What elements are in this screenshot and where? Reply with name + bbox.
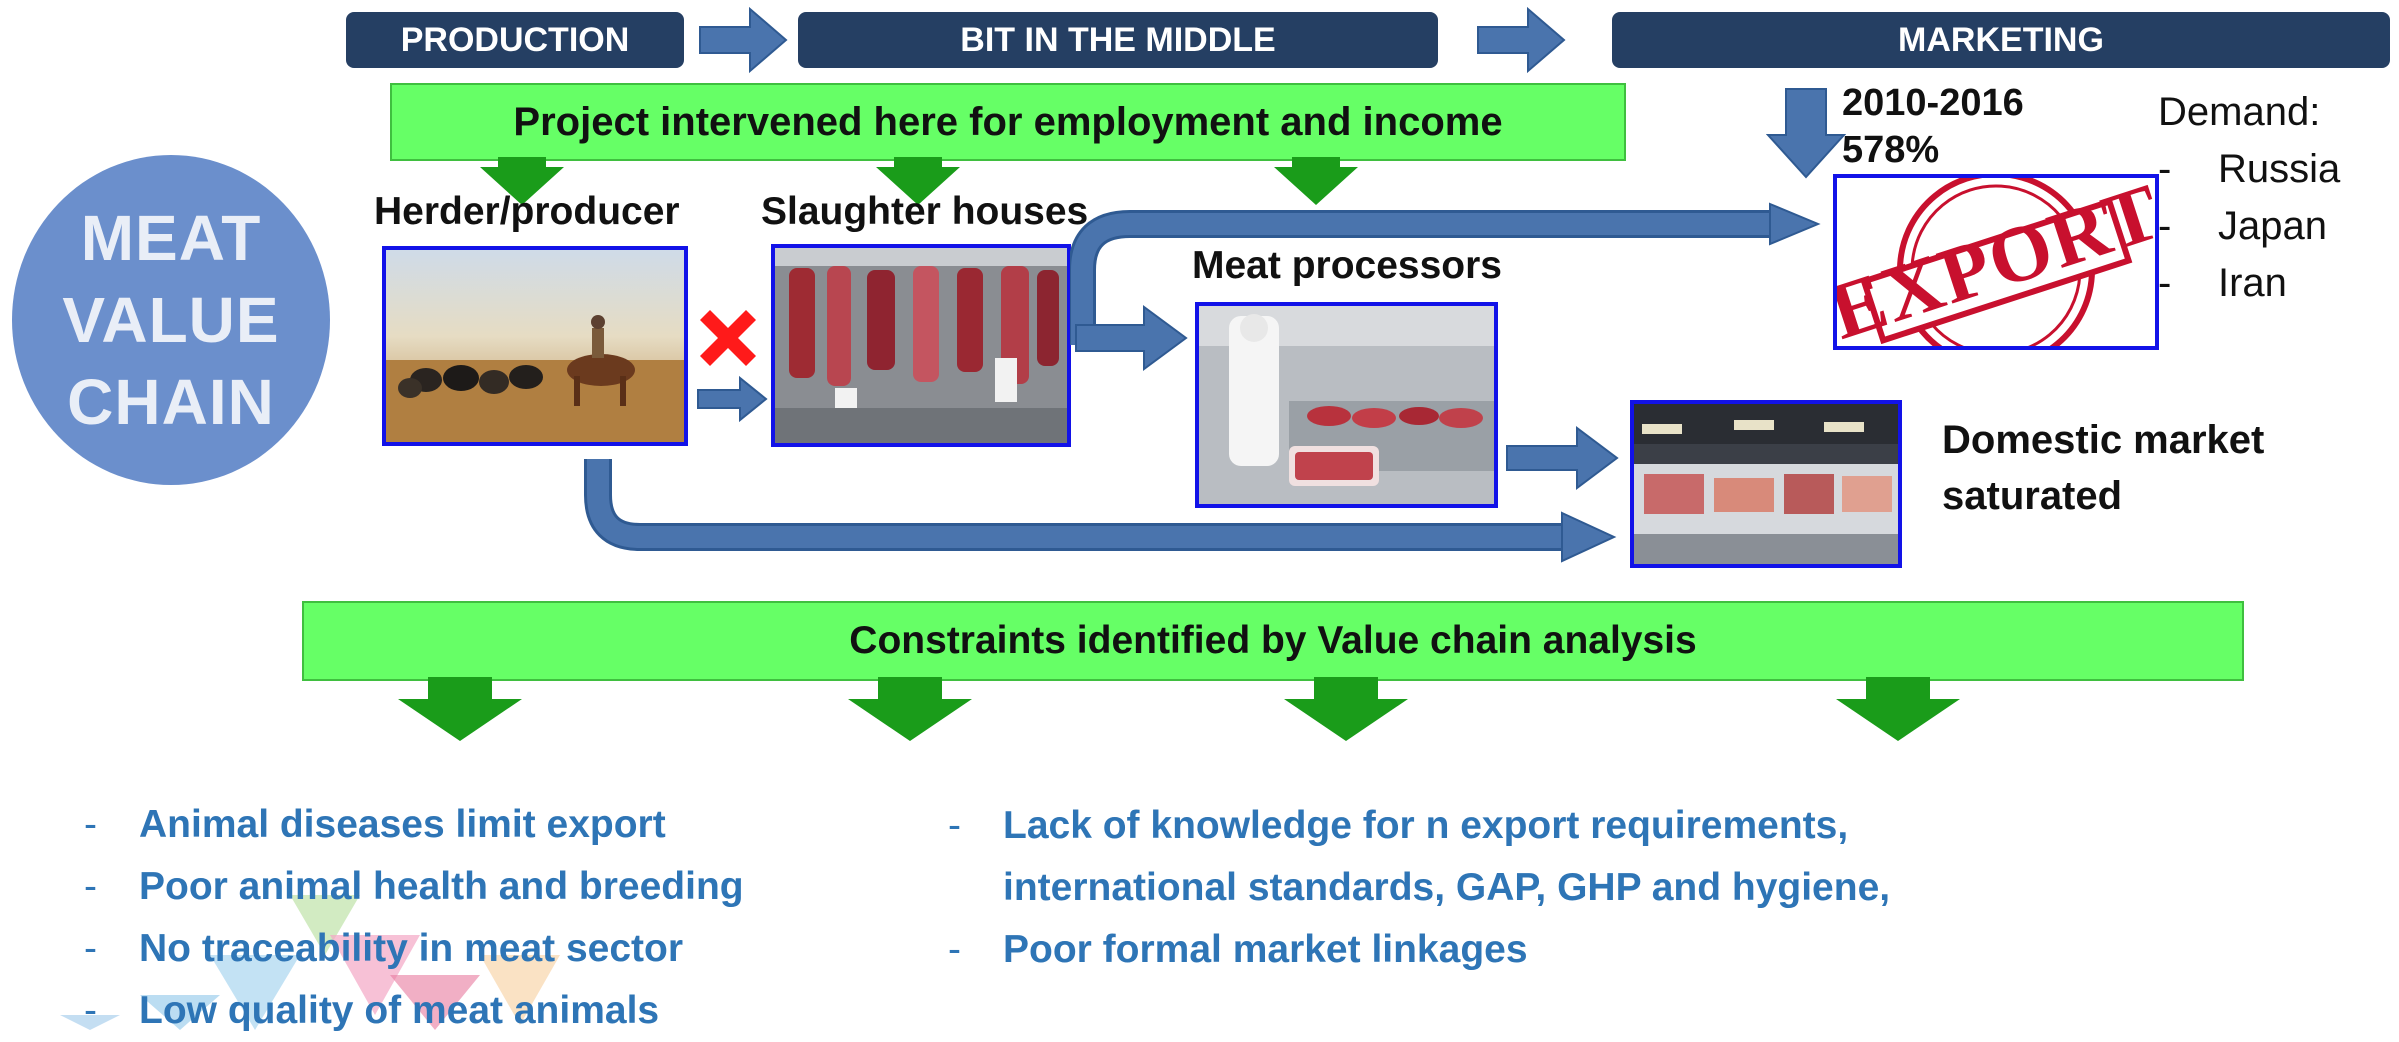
marketing-down-arrow bbox=[1766, 88, 1846, 179]
demand-item: - Russia bbox=[2158, 141, 2340, 198]
demand-title: Demand: bbox=[2158, 90, 2321, 134]
meat-processors-photo bbox=[1195, 302, 1498, 508]
demand-item-label: Japan bbox=[2218, 204, 2327, 248]
stage-production: PRODUCTION bbox=[346, 12, 684, 68]
constraint-arrow-2 bbox=[848, 677, 972, 741]
demand-dash: - bbox=[2158, 147, 2172, 191]
slaughter-house-photo bbox=[771, 244, 1071, 447]
constraints-right-list: -Lack of knowledge for n export requirem… bbox=[948, 795, 1890, 981]
demand-item-label: Russia bbox=[2218, 147, 2341, 191]
list-item: -Low quality of meat animals bbox=[84, 989, 660, 1032]
domestic-line-2: saturated bbox=[1942, 474, 2123, 518]
constraint-text: Poor formal market linkages bbox=[1003, 928, 1528, 971]
export-growth-label: 2010-2016 578% bbox=[1842, 80, 2024, 174]
export-period: 2010-2016 bbox=[1842, 82, 2024, 124]
meat-value-chain-circle: MEAT VALUE CHAIN bbox=[12, 155, 330, 485]
constraint-arrow-3 bbox=[1284, 677, 1408, 741]
constraints-left-list: -Animal diseases limit export -Poor anim… bbox=[84, 794, 744, 1042]
domestic-market-label: Domestic market saturated bbox=[1942, 412, 2264, 524]
stage-bit-in-the-middle: BIT IN THE MIDDLE bbox=[798, 12, 1438, 68]
circle-line-3: CHAIN bbox=[67, 366, 275, 438]
export-stamp-image: EXPORT bbox=[1833, 174, 2159, 350]
green-down-arrow-2 bbox=[876, 157, 960, 205]
project-intervention-banner: Project intervened here for employment a… bbox=[390, 83, 1626, 161]
domestic-line-1: Domestic market bbox=[1942, 418, 2265, 462]
circle-line-2: VALUE bbox=[62, 284, 280, 356]
export-growth: 578% bbox=[1842, 129, 1940, 171]
constraint-text: Lack of knowledge for n export requireme… bbox=[1003, 804, 1849, 847]
circle-line-1: MEAT bbox=[80, 202, 262, 274]
decorative-triangles bbox=[60, 895, 560, 1030]
herder-photo bbox=[382, 246, 688, 446]
herder-producer-label: Herder/producer bbox=[374, 190, 680, 233]
arrow-herder-to-domestic bbox=[584, 459, 1617, 563]
meat-processors-label: Meat processors bbox=[1192, 244, 1502, 287]
constraint-text: international standards, GAP, GHP and hy… bbox=[1003, 866, 1891, 909]
constraint-arrow-4 bbox=[1836, 677, 1960, 741]
stage-arrow-1 bbox=[699, 6, 788, 74]
blocked-x-icon bbox=[700, 310, 756, 366]
arrow-slaughter-to-export bbox=[1070, 202, 1821, 345]
demand-list: Demand: - Russia - Japan - Iran bbox=[2158, 84, 2340, 312]
demand-item-label: Iran bbox=[2218, 261, 2287, 305]
list-item: -Lack of knowledge for n export requirem… bbox=[948, 804, 1849, 847]
constraint-text: Poor animal health and breeding bbox=[139, 865, 744, 908]
list-item: -Animal diseases limit export bbox=[84, 803, 666, 846]
constraint-arrow-1 bbox=[398, 677, 522, 741]
demand-item: - Japan bbox=[2158, 198, 2340, 255]
constraints-banner: Constraints identified by Value chain an… bbox=[302, 601, 2244, 681]
green-down-arrow-1 bbox=[480, 157, 564, 205]
arrow-slaughter-to-processors bbox=[1075, 305, 1188, 371]
arrow-processors-to-domestic bbox=[1506, 426, 1619, 490]
demand-dash: - bbox=[2158, 204, 2172, 248]
stage-marketing: MARKETING bbox=[1612, 12, 2390, 68]
arrow-herder-to-slaughter bbox=[697, 375, 768, 423]
list-item: -Poor formal market linkages bbox=[948, 928, 1528, 971]
list-item-continuation: international standards, GAP, GHP and hy… bbox=[948, 857, 1890, 919]
slaughter-houses-label: Slaughter houses bbox=[761, 190, 1089, 233]
domestic-market-photo bbox=[1630, 400, 1902, 568]
demand-dash: - bbox=[2158, 261, 2172, 305]
green-down-arrow-3 bbox=[1274, 157, 1358, 205]
list-item: -Poor animal health and breeding bbox=[84, 865, 744, 908]
constraint-text: No traceability in meat sector bbox=[139, 927, 684, 970]
stage-arrow-2 bbox=[1477, 6, 1566, 74]
demand-item: - Iran bbox=[2158, 255, 2340, 312]
list-item: -No traceability in meat sector bbox=[84, 927, 684, 970]
constraint-text: Animal diseases limit export bbox=[139, 803, 666, 846]
constraint-text: Low quality of meat animals bbox=[139, 989, 660, 1032]
